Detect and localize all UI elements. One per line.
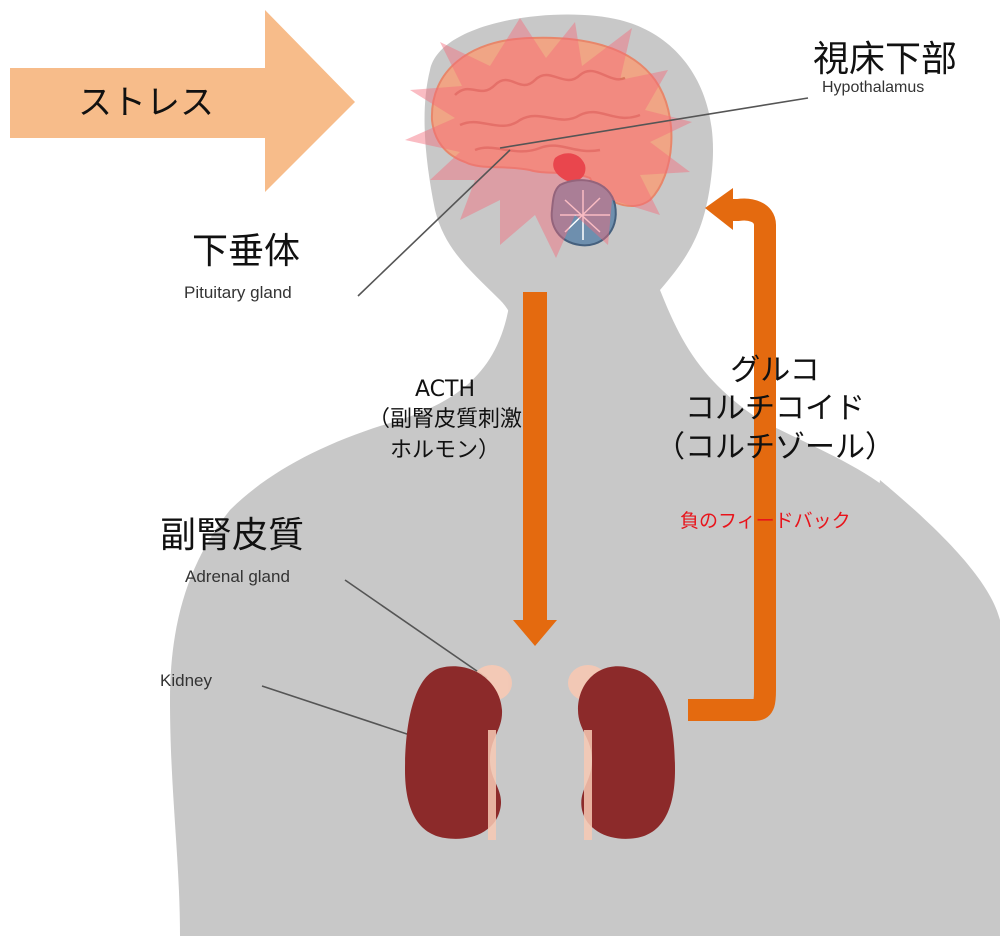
acth-label-line1: ACTH	[332, 375, 558, 405]
kidney-label-en: Kidney	[160, 672, 212, 689]
glucocorticoid-label: グルコ コルチコイド （コルチゾール）	[630, 352, 920, 467]
hypothalamus-label-jp: 視床下部	[813, 42, 957, 78]
glucocorticoid-label-line3: （コルチゾール）	[630, 429, 920, 467]
glucocorticoid-label-line2: コルチコイド	[630, 390, 920, 428]
negative-feedback-label: 負のフィードバック	[680, 512, 851, 531]
hypothalamus-label-en: Hypothalamus	[822, 80, 924, 96]
kidney-right	[578, 666, 675, 839]
adrenal-label-en: Adrenal gland	[185, 568, 290, 585]
acth-label-line2: （副腎皮質刺激	[332, 405, 558, 435]
stress-label: ストレス	[78, 86, 214, 120]
pituitary-label-en: Pituitary gland	[184, 284, 292, 301]
adrenal-label-jp: 副腎皮質	[160, 518, 304, 554]
kidney-left	[405, 666, 502, 839]
glucocorticoid-label-line1: グルコ	[630, 352, 920, 390]
acth-label-line3: ホルモン）	[332, 436, 558, 466]
pituitary-label-jp: 下垂体	[192, 234, 300, 270]
ureter-left	[488, 730, 496, 840]
ureter-right	[584, 730, 592, 840]
acth-label: ACTH （副腎皮質刺激 ホルモン）	[332, 375, 558, 466]
